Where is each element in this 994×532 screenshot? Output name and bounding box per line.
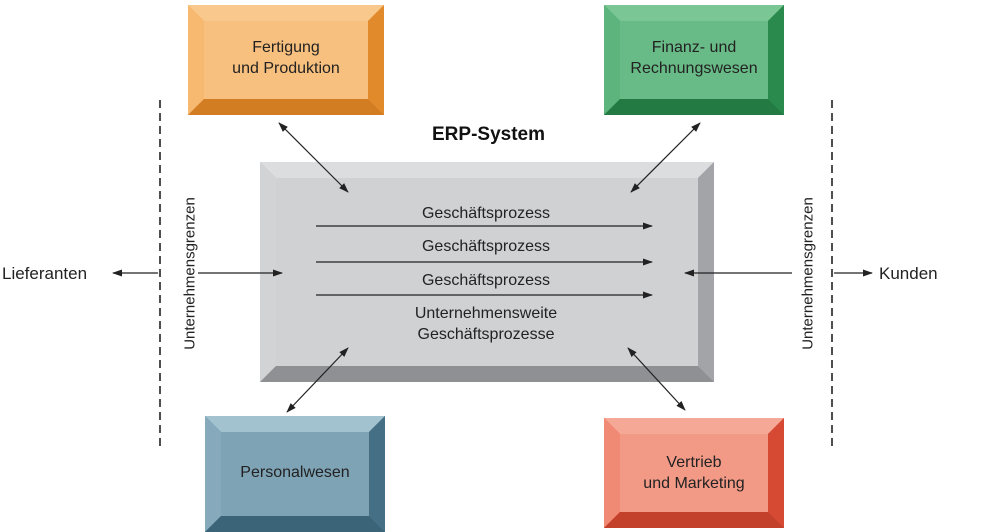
left-boundary-label: Unternehmensgrenzen [181,197,199,350]
enterprise-process-label: Unternehmensweite Geschäftsprozesse [336,303,636,345]
suppliers-label: Lieferanten [2,264,88,283]
finance-line2: Rechnungswesen [630,60,758,77]
finance-line1: Finanz- und [651,39,737,56]
enterprise-process-line2: Geschäftsprozesse [417,326,555,343]
customers-label: Kunden [879,264,938,283]
right-boundary-label: Unternehmensgrenzen [799,197,817,350]
process-label-1: Geschäftsprozess [421,205,551,222]
production-link-arrow [278,122,349,193]
process-label-2: Geschäftsprozess [421,238,551,255]
finance-module-box [604,5,784,115]
hr-module-box [205,416,385,532]
production-line1: Fertigung [252,39,320,56]
erp-system-title: ERP-System [432,124,545,145]
sales-module-label: Vertrieb und Marketing [612,452,776,494]
hr-link-arrow [286,347,349,413]
sales-module-box [604,418,784,528]
process-label-3: Geschäftsprozess [421,272,551,289]
production-module-box [188,5,384,115]
production-module-label: Fertigung und Produktion [204,37,368,79]
finance-link-arrow [630,122,701,193]
finance-module-label: Finanz- und Rechnungswesen [612,37,776,79]
enterprise-process-line1: Unternehmensweite [414,305,558,322]
sales-line1: Vertrieb [666,454,722,471]
sales-line2: und Marketing [643,475,745,492]
production-line2: und Produktion [232,60,340,77]
erp-system-block [260,162,714,382]
sales-link-arrow [627,347,686,411]
hr-module-label: Personalwesen [240,464,350,481]
